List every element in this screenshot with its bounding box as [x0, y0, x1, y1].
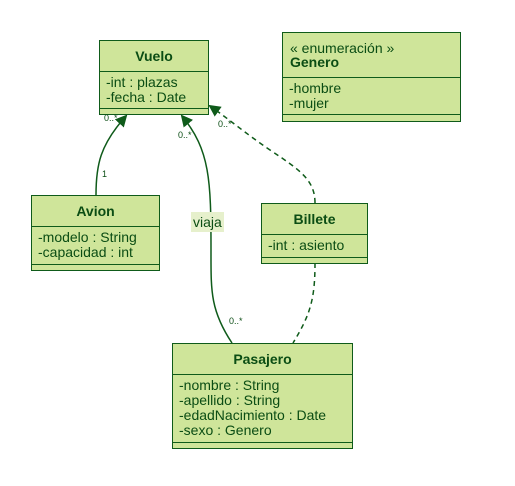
class-pasajero-name: Pasajero — [173, 344, 352, 375]
attribute: -fecha : Date — [106, 89, 187, 105]
class-genero-name: Genero — [290, 54, 340, 70]
edge-pasajero-vuelo — [180, 114, 233, 344]
class-pasajero[interactable]: Pasajero -nombre : String -apellido : St… — [172, 343, 353, 449]
attribute: -apellido : String — [179, 392, 281, 408]
class-billete[interactable]: Billete -int : asiento — [261, 203, 368, 264]
edge-billete-vuelo — [208, 104, 316, 204]
attribute: -modelo : String — [38, 229, 137, 245]
attribute: -capacidad : int — [38, 244, 133, 260]
multiplicity-avion-end: 1 — [102, 169, 108, 179]
class-billete-attributes: -int : asiento — [262, 235, 367, 258]
class-vuelo-attributes: -int : plazas -fecha : Date — [100, 72, 208, 109]
enum-literal: -hombre — [289, 80, 342, 96]
attribute: -sexo : Genero — [179, 422, 272, 438]
class-avion-operations — [32, 265, 159, 270]
class-genero-stereotype: « enumeración » — [290, 40, 395, 56]
class-billete-name: Billete — [262, 204, 367, 235]
class-genero-header: « enumeración » Genero — [283, 33, 460, 78]
class-genero-attributes: -hombre -mujer — [283, 78, 460, 115]
class-vuelo-name: Vuelo — [100, 41, 208, 72]
association-label-viaja: viaja — [191, 212, 224, 232]
class-billete-operations — [262, 258, 367, 263]
class-avion[interactable]: Avion -modelo : String -capacidad : int — [31, 195, 160, 271]
class-genero[interactable]: « enumeración » Genero -hombre -mujer — [282, 32, 461, 122]
multiplicity-billete-vuelo-end: 0..* — [218, 119, 232, 129]
multiplicity-vuelo-avion-end: 0..* — [104, 113, 118, 123]
attribute: -nombre : String — [179, 377, 280, 393]
class-avion-attributes: -modelo : String -capacidad : int — [32, 227, 159, 265]
enum-literal: -mujer — [289, 95, 329, 111]
class-genero-operations — [283, 115, 460, 120]
attribute: -edadNacimiento : Date — [179, 407, 327, 423]
edge-avion-vuelo — [95, 114, 128, 196]
class-pasajero-operations — [173, 443, 352, 448]
class-pasajero-attributes: -nombre : String -apellido : String -eda… — [173, 375, 352, 443]
attribute: -int : plazas — [106, 74, 178, 90]
multiplicity-pasajero-end: 0..* — [229, 316, 243, 326]
attribute: -int : asiento — [268, 237, 345, 253]
class-avion-name: Avion — [32, 196, 159, 227]
edge-billete-pasajero — [292, 262, 316, 344]
class-vuelo[interactable]: Vuelo -int : plazas -fecha : Date — [99, 40, 209, 115]
multiplicity-vuelo-pasajero-end: 0..* — [178, 130, 192, 140]
